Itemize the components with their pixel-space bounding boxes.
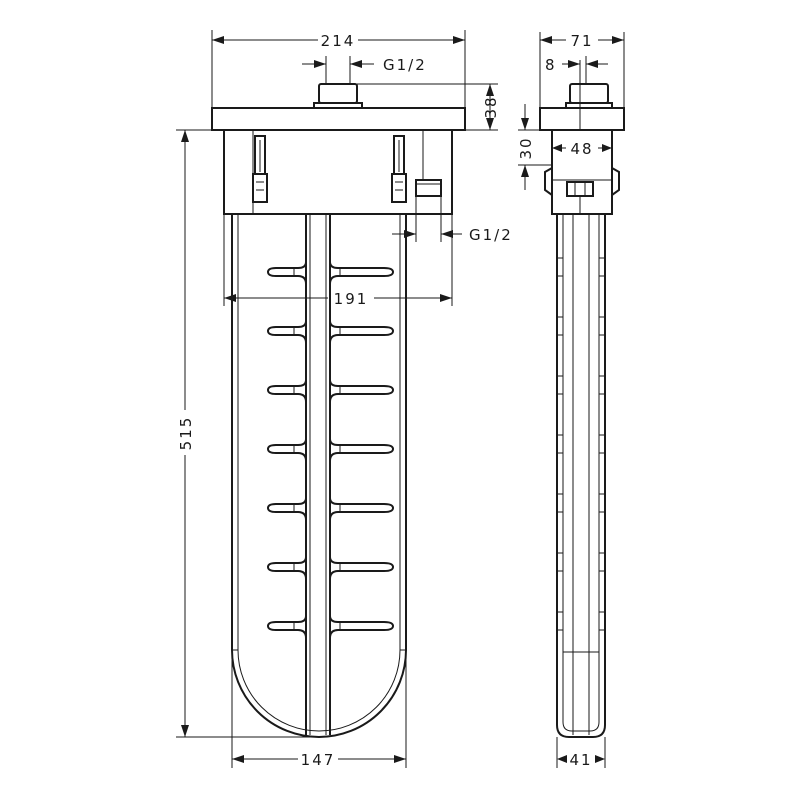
dimension-g12-side: G1/2	[392, 196, 513, 244]
basket-ribs	[266, 261, 395, 639]
side-plate	[539, 107, 625, 131]
dimension-214: 214	[211, 30, 466, 108]
side-basket	[556, 214, 606, 738]
dimension-48: 48	[552, 140, 612, 158]
housing	[223, 129, 453, 215]
svg-text:8: 8	[545, 56, 557, 74]
dimension-147: 147	[231, 650, 407, 769]
svg-text:G1/2: G1/2	[469, 226, 513, 244]
side-view	[539, 60, 625, 738]
mounting-plate	[211, 107, 466, 131]
dimension-30: 30	[517, 104, 552, 190]
svg-text:191: 191	[334, 290, 369, 308]
side-connector-detail	[566, 181, 594, 197]
front-view	[211, 83, 466, 738]
svg-text:71: 71	[570, 32, 593, 50]
dimension-8: 8	[545, 56, 608, 84]
dimension-71: 71	[539, 32, 625, 108]
svg-text:G1/2: G1/2	[383, 56, 427, 74]
svg-text:41: 41	[569, 751, 592, 769]
side-connector	[415, 179, 442, 197]
clip-right	[391, 135, 407, 203]
side-notches	[556, 257, 606, 631]
dimension-g12-top: G1/2	[302, 56, 427, 84]
svg-text:515: 515	[177, 416, 195, 451]
svg-text:214: 214	[321, 32, 356, 50]
svg-text:38: 38	[482, 95, 500, 118]
clip-left	[252, 135, 268, 203]
dimension-41: 41	[556, 737, 606, 769]
dimension-191: 191	[223, 214, 453, 308]
svg-text:147: 147	[301, 751, 336, 769]
side-housing	[551, 129, 613, 215]
side-top-connector	[569, 83, 609, 104]
svg-text:30: 30	[517, 136, 535, 159]
dimension-38: 38	[357, 83, 500, 131]
top-connector	[318, 83, 358, 104]
svg-text:48: 48	[570, 140, 593, 158]
dimension-515: 515	[176, 129, 320, 738]
basket-outline	[231, 214, 407, 738]
